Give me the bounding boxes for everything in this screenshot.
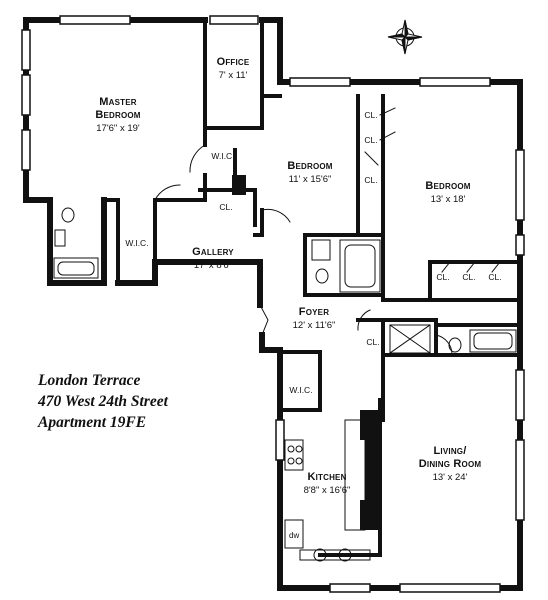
street-address: 470 West 24th Street	[38, 393, 168, 410]
room-name: Office	[216, 56, 250, 68]
interior-walls	[24, 18, 522, 557]
room-name: Master	[99, 96, 137, 108]
room-name: Foyer	[298, 306, 330, 318]
closet-label: CL.	[364, 110, 378, 120]
room-dimensions: 13' x 24'	[432, 472, 468, 483]
room-dimensions: 12' x 11'6"	[292, 320, 336, 331]
room-name: Bedroom	[95, 109, 141, 121]
room-office: Office 7' x 11'	[205, 56, 261, 82]
closet-label: CL.	[436, 272, 450, 282]
room-name: Living/	[433, 445, 467, 457]
room-bedroom-3: Bedroom 13' x 18'	[410, 180, 486, 206]
address-caption: London Terrace 470 West 24th Street Apar…	[38, 370, 168, 433]
room-name: Gallery	[192, 246, 234, 258]
bath-fixtures	[53, 207, 517, 354]
wic-kitchen-label: W.I.C.	[289, 385, 313, 395]
room-master-bedroom: Master Bedroom 17'6" x 19'	[78, 96, 158, 135]
room-dimensions: 17' x 8'6"	[193, 260, 233, 271]
door-swings	[154, 107, 501, 356]
room-dimensions: 17'6" x 19'	[96, 123, 140, 134]
closet-label: CL.	[488, 272, 502, 282]
room-name: Dining Room	[418, 458, 482, 470]
compass-rose-icon	[387, 19, 423, 55]
room-dimensions: 13' x 18'	[430, 194, 466, 205]
room-gallery: Gallery 17' x 8'6"	[175, 246, 251, 272]
room-dimensions: 7' x 11'	[218, 70, 248, 81]
room-foyer: Foyer 12' x 11'6"	[276, 306, 352, 332]
wic-master-label: W.I.C.	[211, 151, 235, 161]
room-dimensions: 11' x 15'6"	[288, 174, 332, 185]
room-name: Bedroom	[425, 180, 471, 192]
room-bedroom-2: Bedroom 11' x 15'6"	[272, 160, 348, 186]
closet-foyer-label: CL.	[366, 337, 380, 347]
closet-label: CL.	[364, 135, 378, 145]
room-dimensions: 8'8" x 16'6"	[303, 485, 351, 496]
wic-gallery-label: W.I.C.	[125, 238, 149, 248]
windows	[21, 15, 525, 593]
closet-label: CL.	[462, 272, 476, 282]
structure-blocks	[232, 175, 382, 530]
room-name: Bedroom	[287, 160, 333, 172]
building-name: London Terrace	[38, 372, 141, 389]
closet-label: CL.	[364, 175, 378, 185]
kitchen-fixtures	[284, 419, 381, 562]
room-name: Kitchen	[307, 471, 347, 483]
dishwasher-label: dw	[289, 531, 300, 540]
room-kitchen: Kitchen 8'8" x 16'6"	[294, 471, 360, 497]
closet-gallery-label: CL.	[219, 202, 233, 212]
apartment-number: Apartment 19FE	[38, 414, 147, 431]
room-living-dining: Living/ Dining Room 13' x 24'	[405, 445, 495, 484]
